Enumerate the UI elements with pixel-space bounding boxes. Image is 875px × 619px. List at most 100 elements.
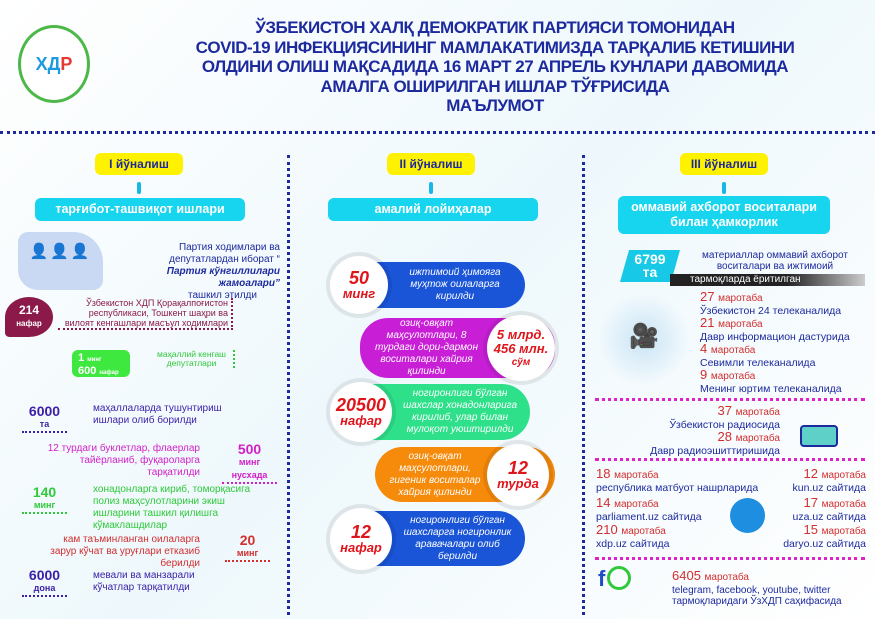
text-line: ташкил этилди (188, 290, 257, 301)
number: 6000 (28, 567, 61, 583)
number: 6000 (28, 403, 61, 419)
count: 9 (700, 367, 708, 382)
stat-text: 12 турдаги буклетлар, флаерлар тайёрлани… (47, 443, 200, 478)
unit: маротаба (614, 499, 659, 510)
deputies-splash: 1 минг 600 нафар (72, 350, 130, 377)
deputies-number: 1 (78, 352, 85, 364)
project-badge: 5 млрд. 456 млн.сўм (487, 315, 555, 381)
people-map-icon: 👤👤👤 (18, 232, 103, 290)
number: 5 млрд. 456 млн. (493, 326, 549, 356)
radio-icon (800, 425, 838, 447)
divider (595, 557, 865, 560)
stat-text: мевали ва манзарали кўчатлар тарқатилди (93, 570, 195, 593)
number: 50 (348, 268, 370, 288)
unit: маротаба (710, 371, 756, 382)
party-logo: ХДР (18, 25, 90, 103)
number: 140 (32, 484, 57, 500)
unit: та (642, 264, 658, 280)
number: 20500 (335, 395, 387, 415)
unit: минг (342, 286, 376, 301)
count: 12 (803, 466, 818, 481)
direction-label-3: III йўналиш (680, 153, 768, 175)
deputies-unit: нафар (99, 370, 119, 376)
text-line: депутатлардан иборат “ (169, 254, 280, 265)
staff-number: 214 (18, 303, 40, 317)
text: uza.uz сайтида (792, 511, 866, 523)
unit: маротаба (821, 470, 866, 481)
title-line: ОЛДИНИ ОЛИШ МАҚСАДИДА 16 МАРТ 27 АПРЕЛЬ … (201, 57, 789, 76)
unit: маротаба (621, 526, 666, 537)
unit: турда (497, 476, 539, 491)
unit: маротаба (735, 407, 780, 418)
text: Ўзбекистон радиосида (669, 419, 780, 431)
unit: минг (236, 548, 259, 558)
unit: минг нусхада (231, 457, 268, 480)
text: telegram, facebook, youtube, twitter (672, 585, 831, 596)
globe-icon (730, 498, 765, 533)
direction-label-2: II йўналиш (387, 153, 475, 175)
title-line: АМАЛГА ОШИРИЛГАН ИШЛАР ТЎҒРИСИДА (320, 76, 670, 96)
count: 28 (717, 429, 732, 444)
unit: маротаба (735, 433, 780, 444)
text: Менинг юртим телеканалида (700, 383, 842, 395)
staff-bubble: 214 нафар (5, 297, 53, 337)
unit: та (39, 419, 50, 429)
count: 37 (717, 403, 732, 418)
staff-text: Ўзбекистон ХДП Қорақалпоғистон республик… (58, 298, 233, 330)
text-line: Партия кўнгиллилари жамоалари” (166, 266, 280, 289)
text: daryo.uz сайтида (783, 538, 866, 550)
divider (582, 155, 585, 615)
social-icons: f (598, 566, 650, 604)
direction-header-3: оммавий ахборот воситалари билан ҳамкорл… (618, 196, 830, 234)
staff-unit: нафар (16, 319, 42, 328)
unit: сўм (511, 356, 531, 368)
unit: маротаба (718, 293, 763, 304)
text: kun.uz сайтида (792, 482, 866, 494)
text-line: воситалари ва ижтимоий (716, 261, 834, 272)
divider (0, 131, 875, 134)
count: 6405 (672, 568, 701, 583)
drop-icon (137, 182, 141, 194)
stat-text: маҳаллаларда тушунтириш ишлари олиб бори… (93, 403, 222, 426)
deputies-unit: минг (87, 357, 102, 363)
text: parliament.uz сайтида (596, 511, 702, 523)
unit: маротаба (821, 499, 866, 510)
social-item: 6405 маротаба telegram, facebook, youtub… (672, 568, 870, 608)
count: 27 (700, 289, 715, 304)
divider (287, 155, 290, 615)
text: Давр информацион дастурида (700, 331, 850, 343)
text: Ўзбекистон 24 телеканалида (700, 305, 842, 317)
unit: маротаба (718, 319, 763, 330)
volunteers-text: Партия ходимлари ва депутатлардан иборат… (105, 242, 280, 302)
unit: маротаба (614, 470, 659, 481)
divider (595, 398, 865, 401)
unit: дона (33, 583, 56, 593)
stat-text: хонадонларга кириб, томорқасига полиз ма… (93, 484, 251, 531)
text-line: материаллар оммавий ахборот (702, 250, 848, 261)
text: тармоқларидаги ЎзХДП саҳифасида (672, 596, 842, 607)
number: 12 (507, 458, 529, 478)
text: Севимли телеканалида (700, 357, 816, 369)
deputies-number: 600 (78, 365, 97, 377)
